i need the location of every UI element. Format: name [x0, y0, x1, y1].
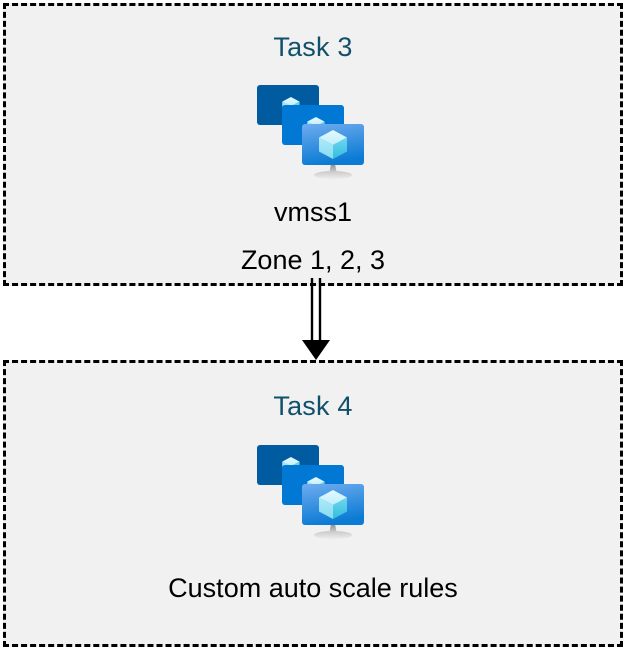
task-4-caption-line-1: Custom auto scale rules	[168, 573, 458, 603]
task-3-caption-line-2: Zone 1, 2, 3	[240, 245, 386, 275]
task-box-task-3: Task 3	[3, 3, 623, 286]
azure-vm-scale-set-icon	[257, 445, 364, 539]
azure-vm-scale-set-icon	[257, 85, 364, 179]
monitor-front	[302, 124, 364, 165]
monitor-stand	[314, 164, 352, 179]
task-box-task-4: Task 4	[3, 360, 623, 647]
monitor-front	[302, 484, 364, 525]
task3-to-task4-arrow	[302, 278, 330, 360]
cube-front	[319, 490, 347, 519]
task-3-title: Task 3	[273, 32, 353, 62]
monitor-stand	[314, 524, 352, 539]
task-4-title: Task 4	[273, 391, 353, 421]
task-3-caption-line-1: vmss1	[273, 197, 352, 227]
cube-front	[319, 130, 347, 159]
